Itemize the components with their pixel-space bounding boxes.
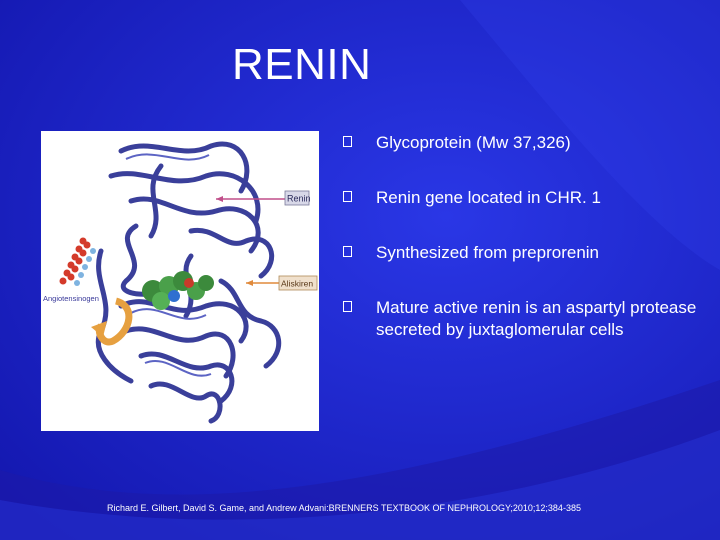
protein-ribbon-image: Renin Aliskiren Angiotensinogen [41,131,319,431]
bullet-text: Renin gene located in CHR. 1 [376,188,601,207]
citation-text: Richard E. Gilbert, David S. Game, and A… [107,503,581,513]
bullet-marker-icon [343,136,352,147]
bullet-marker-icon [343,246,352,257]
aliskiren-label: Aliskiren [281,279,313,289]
slide-title: RENIN [232,40,372,89]
bullet-marker-icon [343,191,352,202]
angiotensinogen-helix [59,237,96,286]
bullet-marker-icon [343,301,352,312]
ribbon-strands [95,141,282,424]
bullet-list: Glycoprotein (Mw 37,326) Renin gene loca… [343,132,703,374]
ribbon-highlights [125,153,212,377]
bullet-text: Mature active renin is an aspartyl prote… [376,298,697,339]
bullet-item: Glycoprotein (Mw 37,326) [343,132,703,154]
bullet-text: Synthesized from preprorenin [376,243,600,262]
bullet-item: Synthesized from preprorenin [343,242,703,264]
bullet-item: Mature active renin is an aspartyl prote… [343,297,703,341]
bullet-item: Renin gene located in CHR. 1 [343,187,703,209]
angiotensinogen-label: Angiotensinogen [43,294,99,303]
renin-structure-figure: Renin Aliskiren Angiotensinogen [41,131,319,431]
bullet-text: Glycoprotein (Mw 37,326) [376,133,571,152]
renin-label: Renin [287,194,311,204]
aliskiren-ligand [142,271,214,310]
